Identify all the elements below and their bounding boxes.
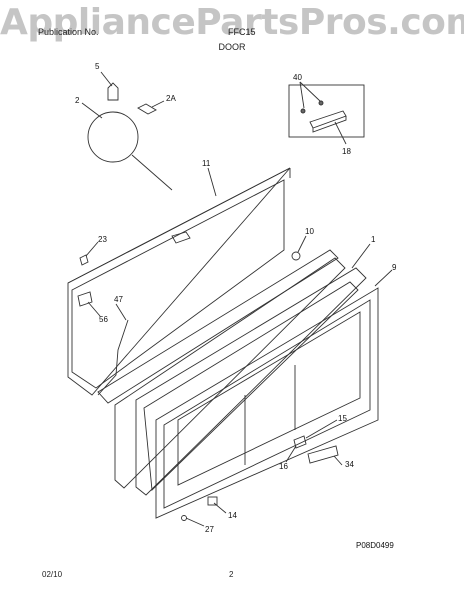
- label-10: 10: [305, 227, 314, 236]
- handle-34: [307, 445, 339, 464]
- gasket-outline: [135, 267, 367, 496]
- lock-16: [293, 435, 307, 449]
- hinge-pin-part: [107, 82, 119, 101]
- screw-27: [181, 515, 187, 521]
- wire-harness: [97, 319, 129, 396]
- label-34: 34: [345, 460, 354, 469]
- inset-handle-side: [312, 116, 347, 133]
- part-56: [77, 291, 93, 307]
- label-40: 40: [293, 73, 302, 82]
- inset-screw: [300, 108, 306, 114]
- footer-date: 02/10: [42, 570, 63, 579]
- door-divider-lines: [244, 365, 296, 465]
- leader-11: [207, 167, 217, 197]
- label-15: 15: [338, 414, 347, 423]
- header-model: FFC15: [228, 27, 256, 37]
- diagram-code: P08D0499: [356, 541, 394, 550]
- leader-34: [333, 455, 343, 466]
- label-16: 16: [279, 462, 288, 471]
- label-11: 11: [202, 159, 211, 168]
- leader-2a: [151, 100, 165, 108]
- part-14: [207, 496, 218, 506]
- hinge-bracket: [171, 231, 191, 244]
- label-18: 18: [342, 147, 351, 156]
- part-labels: 5 2 2A 40 18 11 10 1 9 23 47 56 15 16 34…: [75, 62, 397, 550]
- label-9: 9: [392, 263, 397, 272]
- section-title: DOOR: [218, 42, 246, 52]
- label-47: 47: [114, 295, 123, 304]
- label-2: 2: [75, 96, 80, 105]
- leader-56: [87, 301, 101, 317]
- liner-top-edge: [67, 167, 291, 284]
- leader-14: [213, 502, 227, 514]
- gasket-inner: [143, 281, 359, 491]
- leader-40a: [299, 81, 305, 109]
- inset-handle-part: [309, 110, 347, 129]
- watermark: AppliancePartsPros.com: [0, 2, 464, 43]
- leader-18: [334, 121, 347, 145]
- liner-inner-edge: [71, 179, 285, 389]
- label-23: 23: [98, 235, 107, 244]
- outer-door-panel: [155, 287, 379, 519]
- leader-10: [297, 235, 307, 253]
- leader-2: [81, 102, 103, 119]
- inset-box: [288, 84, 365, 138]
- callout-line: [131, 154, 173, 191]
- footer-page-number: 2: [229, 570, 234, 579]
- door-liner-outline: [67, 167, 291, 396]
- header-publication: Publication No.: [38, 27, 99, 37]
- leader-47: [115, 303, 127, 321]
- leader-1: [351, 243, 371, 269]
- part-10: [291, 251, 301, 261]
- part-23: [79, 254, 89, 266]
- label-56: 56: [99, 315, 108, 324]
- hinge-detail-circle: [87, 111, 139, 163]
- leader-40b: [299, 81, 321, 102]
- breaker-strip: [97, 249, 339, 404]
- leader-15: [305, 419, 338, 439]
- leader-5: [100, 71, 113, 87]
- label-2a: 2A: [166, 94, 176, 103]
- leader-9: [374, 269, 393, 287]
- leader-27: [185, 517, 205, 527]
- hinge-clip-part: [137, 103, 157, 115]
- leader-16: [285, 445, 297, 463]
- door-panel-outline: [114, 257, 346, 489]
- diagram-lines: [67, 71, 393, 527]
- inset-screw: [318, 100, 324, 106]
- label-5: 5: [95, 62, 100, 71]
- outer-door-inner-edge: [163, 299, 371, 509]
- label-14: 14: [228, 511, 237, 520]
- label-1: 1: [371, 235, 376, 244]
- label-27: 27: [205, 525, 214, 534]
- outer-door-recess: [177, 311, 361, 486]
- leader-23: [85, 241, 99, 257]
